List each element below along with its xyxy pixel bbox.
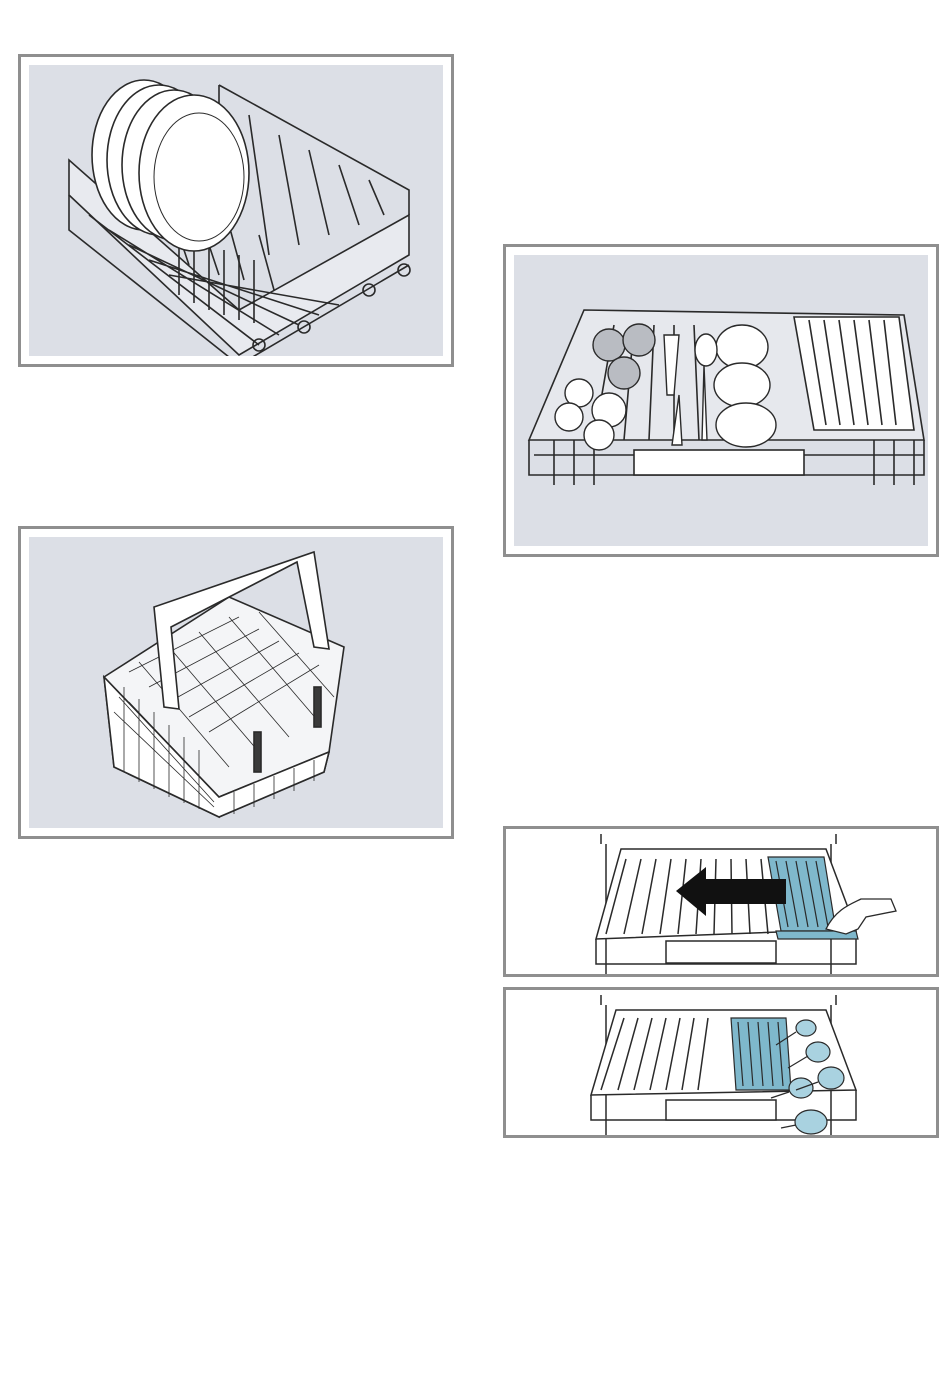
figure-insert-slide-left: [503, 826, 939, 977]
cutlery-basket-illustration: [29, 537, 443, 828]
rack-insert-glasses-illustration: [506, 990, 936, 1135]
figure-upper-rack-cups: [503, 244, 939, 557]
figure-cutlery-basket: [18, 526, 454, 839]
figure-lower-rack-plates: [18, 54, 454, 367]
figure-insert-with-glasses: [503, 987, 939, 1138]
rack-insert-slide-arrow-illustration: [506, 829, 936, 974]
dish-rack-plates-illustration: [29, 65, 443, 356]
upper-rack-cups-utensils-illustration: [514, 255, 928, 546]
